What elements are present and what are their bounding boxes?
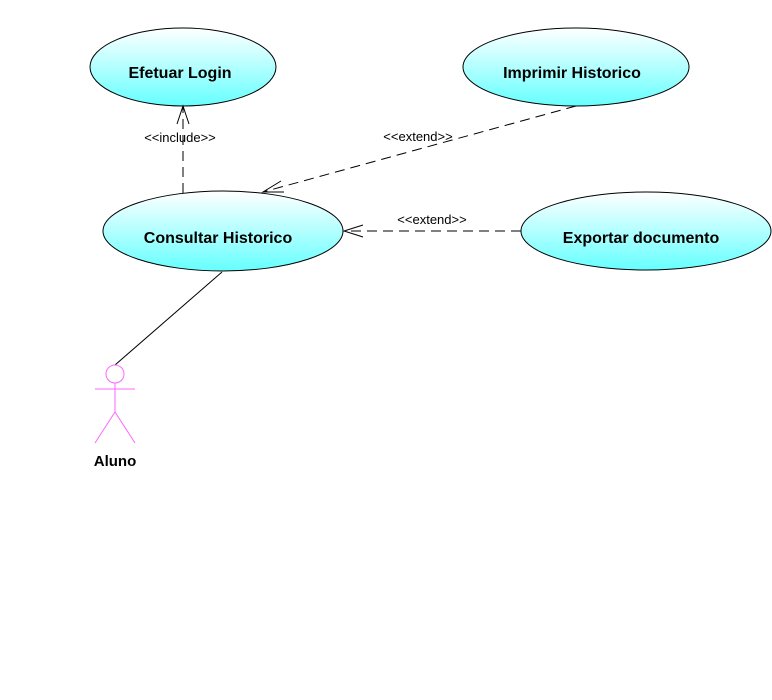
extend-stereotype-label: <<extend>> <box>397 212 466 227</box>
open-arrowhead <box>176 104 190 125</box>
extend-stereotype-label: <<extend>> <box>383 129 452 144</box>
use-case-label: Efetuar Login <box>128 65 231 82</box>
include-stereotype-label: <<include>> <box>144 130 216 145</box>
use-case-exportar-documento[interactable]: Exportar documento <box>520 191 772 271</box>
extend-relation-imprimir[interactable]: <<extend>> <box>261 105 577 193</box>
open-arrowhead <box>261 180 284 193</box>
actor-aluno[interactable]: Aluno <box>94 364 137 470</box>
use-case-label: Exportar documento <box>563 230 720 247</box>
use-case-efetuar-login[interactable]: Efetuar Login <box>89 27 277 107</box>
actor-stick-figure-icon <box>94 364 136 444</box>
include-relation[interactable]: <<include>> <box>144 104 216 193</box>
extend-line <box>262 105 577 193</box>
use-case-consultar-historico[interactable]: Consultar Historico <box>102 190 344 272</box>
use-case-label: Imprimir Historico <box>503 65 641 82</box>
extend-relation-exportar[interactable]: <<extend>> <box>342 212 521 238</box>
actor-label: Aluno <box>94 453 137 470</box>
use-case-label: Consultar Historico <box>144 230 293 247</box>
use-case-imprimir-historico[interactable]: Imprimir Historico <box>462 27 690 107</box>
association-line[interactable] <box>114 271 223 366</box>
open-arrowhead <box>342 224 364 238</box>
